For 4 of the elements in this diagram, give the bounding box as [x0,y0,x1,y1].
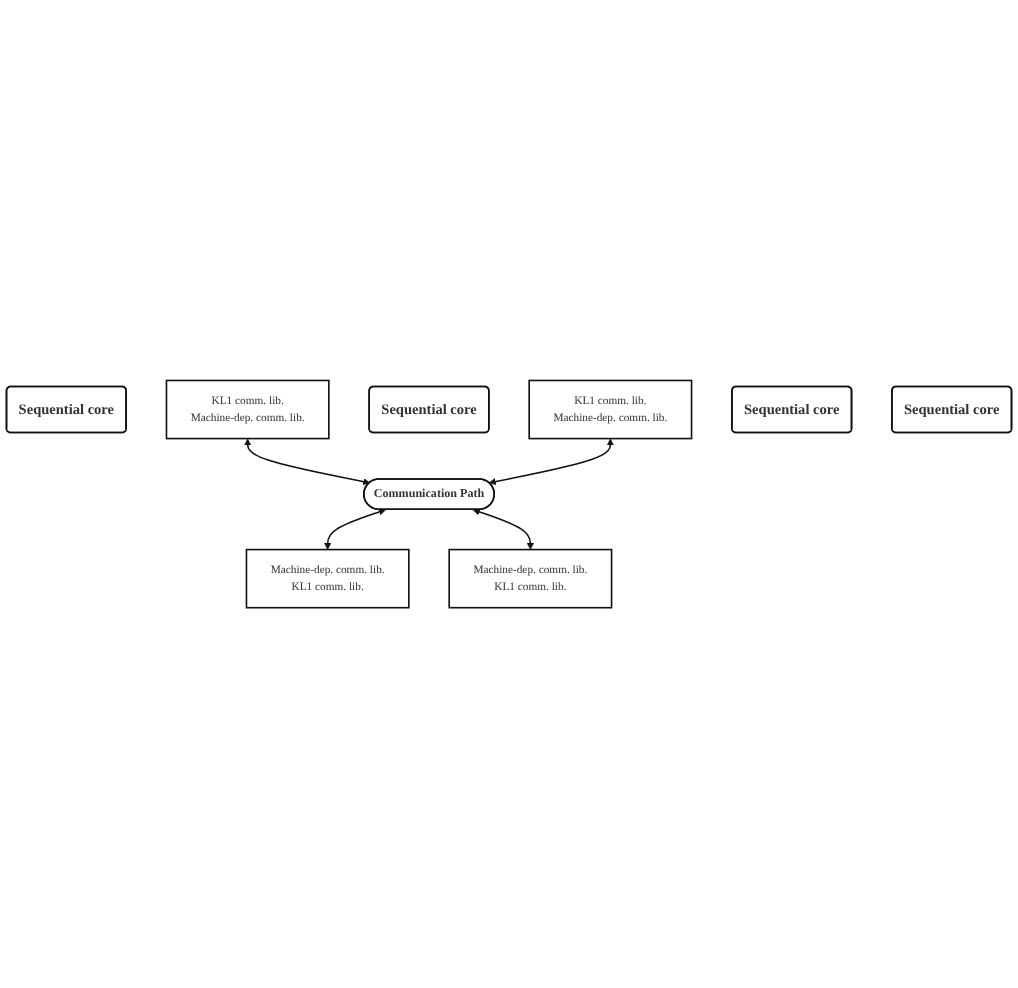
arrow [488,438,614,485]
arrow [472,508,534,550]
arrow [324,508,386,550]
arrow [244,438,370,485]
